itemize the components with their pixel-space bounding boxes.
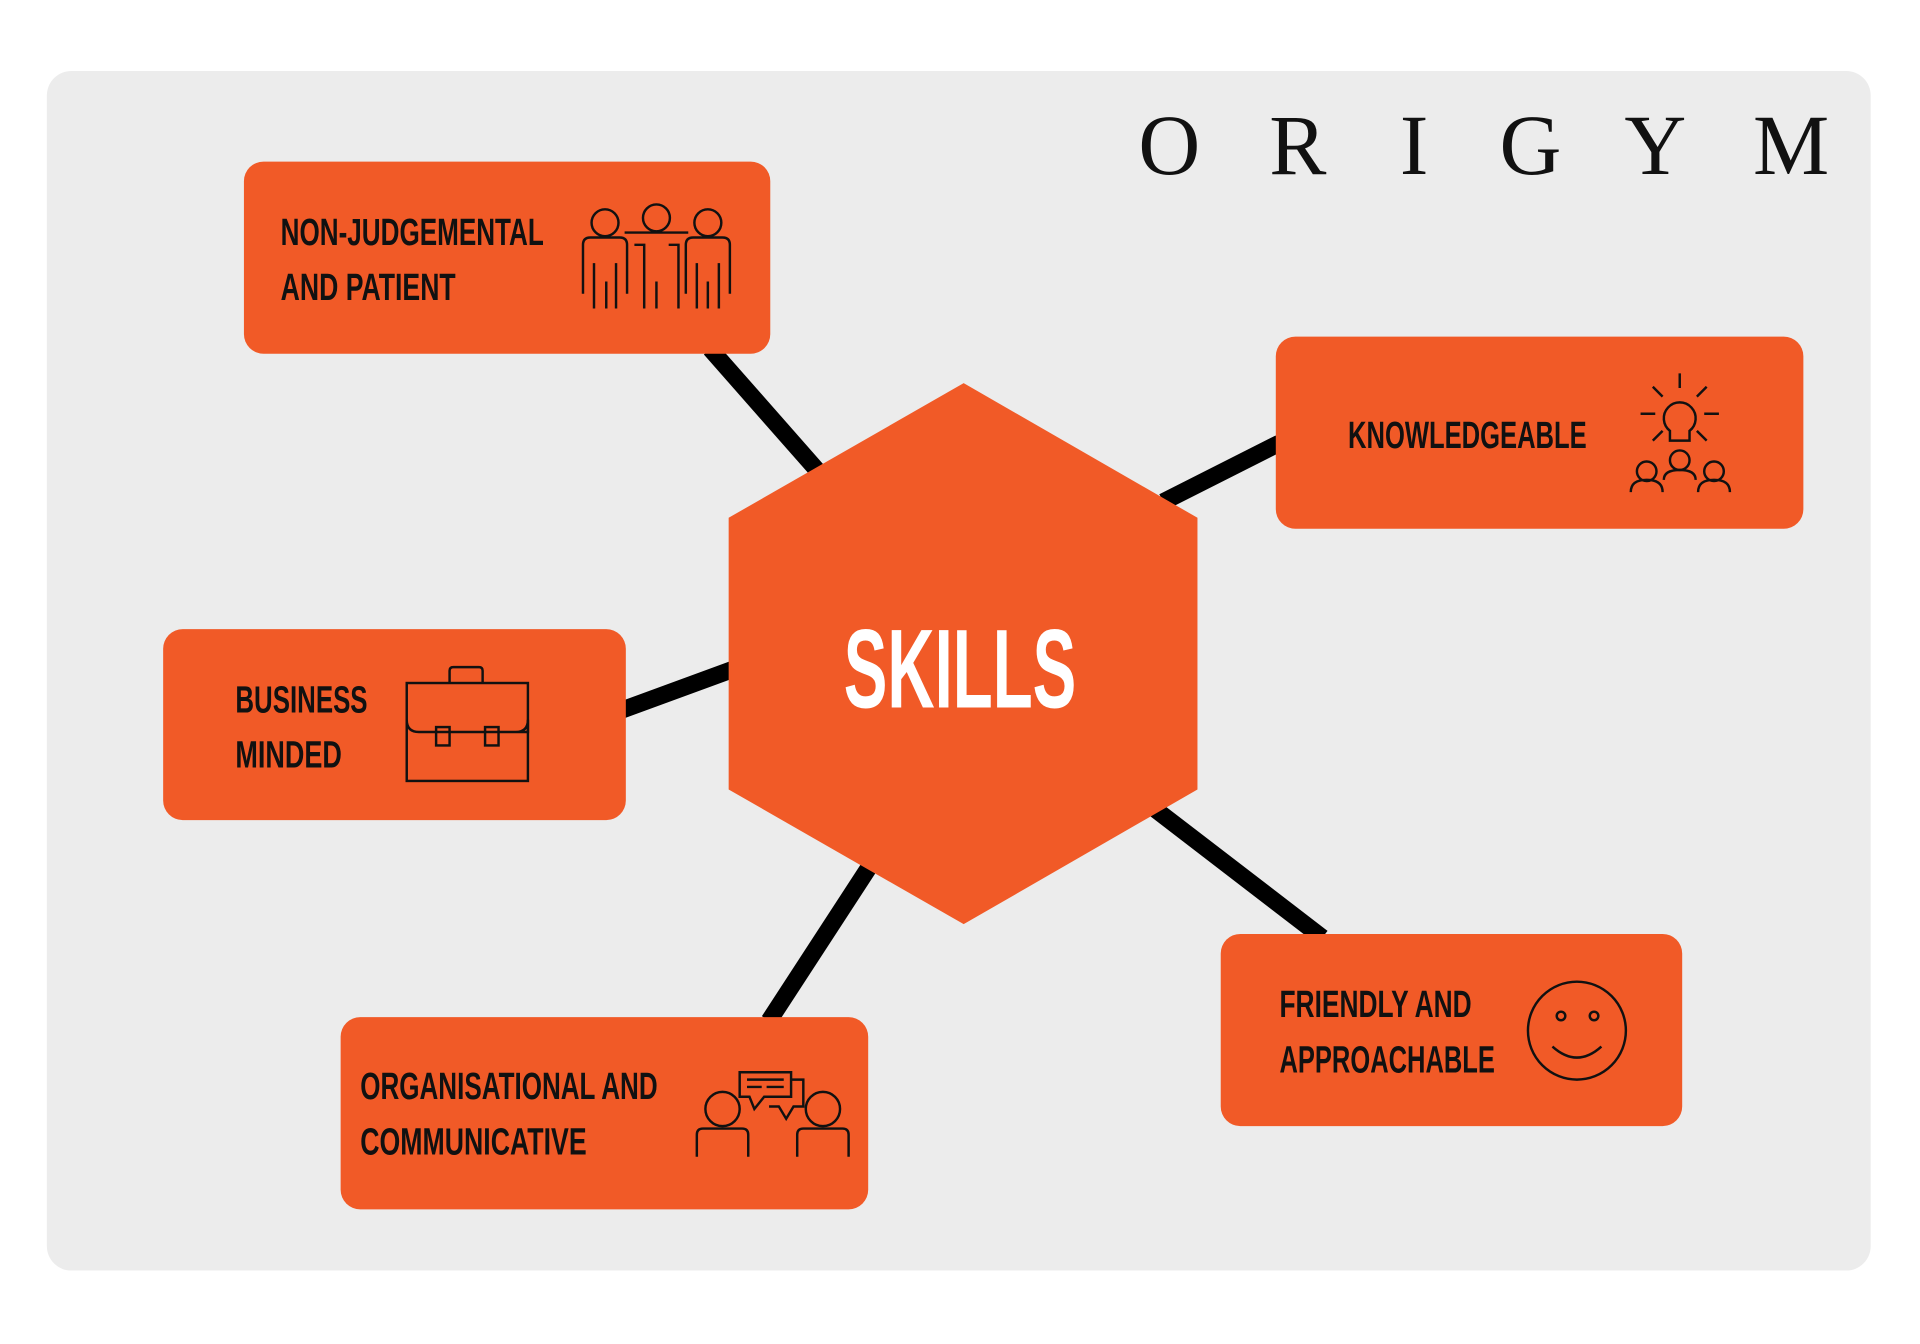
- logo-letter: R: [1269, 98, 1327, 193]
- skill-card-friendly: FRIENDLY AND APPROACHABLE: [1220, 933, 1683, 1127]
- conversation-icon: [695, 1071, 850, 1157]
- logo-letter: Y: [1624, 98, 1686, 193]
- connectors: [619, 343, 1328, 1026]
- skill-label: COMMUNICATIVE: [360, 1121, 586, 1163]
- connector-line: [619, 661, 736, 718]
- logo-letter: M: [1753, 98, 1829, 193]
- logo-letter: G: [1499, 98, 1561, 193]
- skill-card-organisational: ORGANISATIONAL AND COMMUNICATIVE: [340, 1017, 869, 1210]
- group-people-icon: [581, 203, 732, 309]
- skill-card-non-judgemental: NON-JUDGEMENTAL AND PATIENT: [243, 161, 771, 354]
- briefcase-icon: [405, 665, 530, 783]
- logo: O R I G Y M: [1138, 98, 1829, 193]
- skill-label: FRIENDLY AND: [1279, 984, 1471, 1026]
- connector-line: [703, 343, 825, 477]
- smiley-face-icon: [1526, 980, 1628, 1081]
- center-label: SKILLS: [844, 605, 1077, 731]
- logo-letter: O: [1138, 98, 1200, 193]
- skill-card-business-minded: BUSINESS MINDED: [163, 629, 626, 821]
- skill-card-knowledgeable: KNOWLEDGEABLE: [1275, 336, 1804, 529]
- skill-label: ORGANISATIONAL AND: [360, 1066, 657, 1108]
- skill-label: AND PATIENT: [281, 267, 456, 309]
- skill-label: NON-JUDGEMENTAL: [281, 212, 544, 254]
- skill-label: BUSINESS: [235, 679, 367, 721]
- connector-line: [1159, 435, 1284, 510]
- skill-label: MINDED: [235, 734, 341, 776]
- connector-line: [1148, 801, 1328, 945]
- skill-label: APPROACHABLE: [1279, 1039, 1494, 1081]
- skill-label: KNOWLEDGEABLE: [1348, 415, 1587, 457]
- connector-line: [761, 858, 880, 1026]
- logo-letter: I: [1400, 98, 1429, 193]
- lightbulb-people-icon: [1629, 373, 1732, 493]
- center-hexagon: [728, 383, 1198, 925]
